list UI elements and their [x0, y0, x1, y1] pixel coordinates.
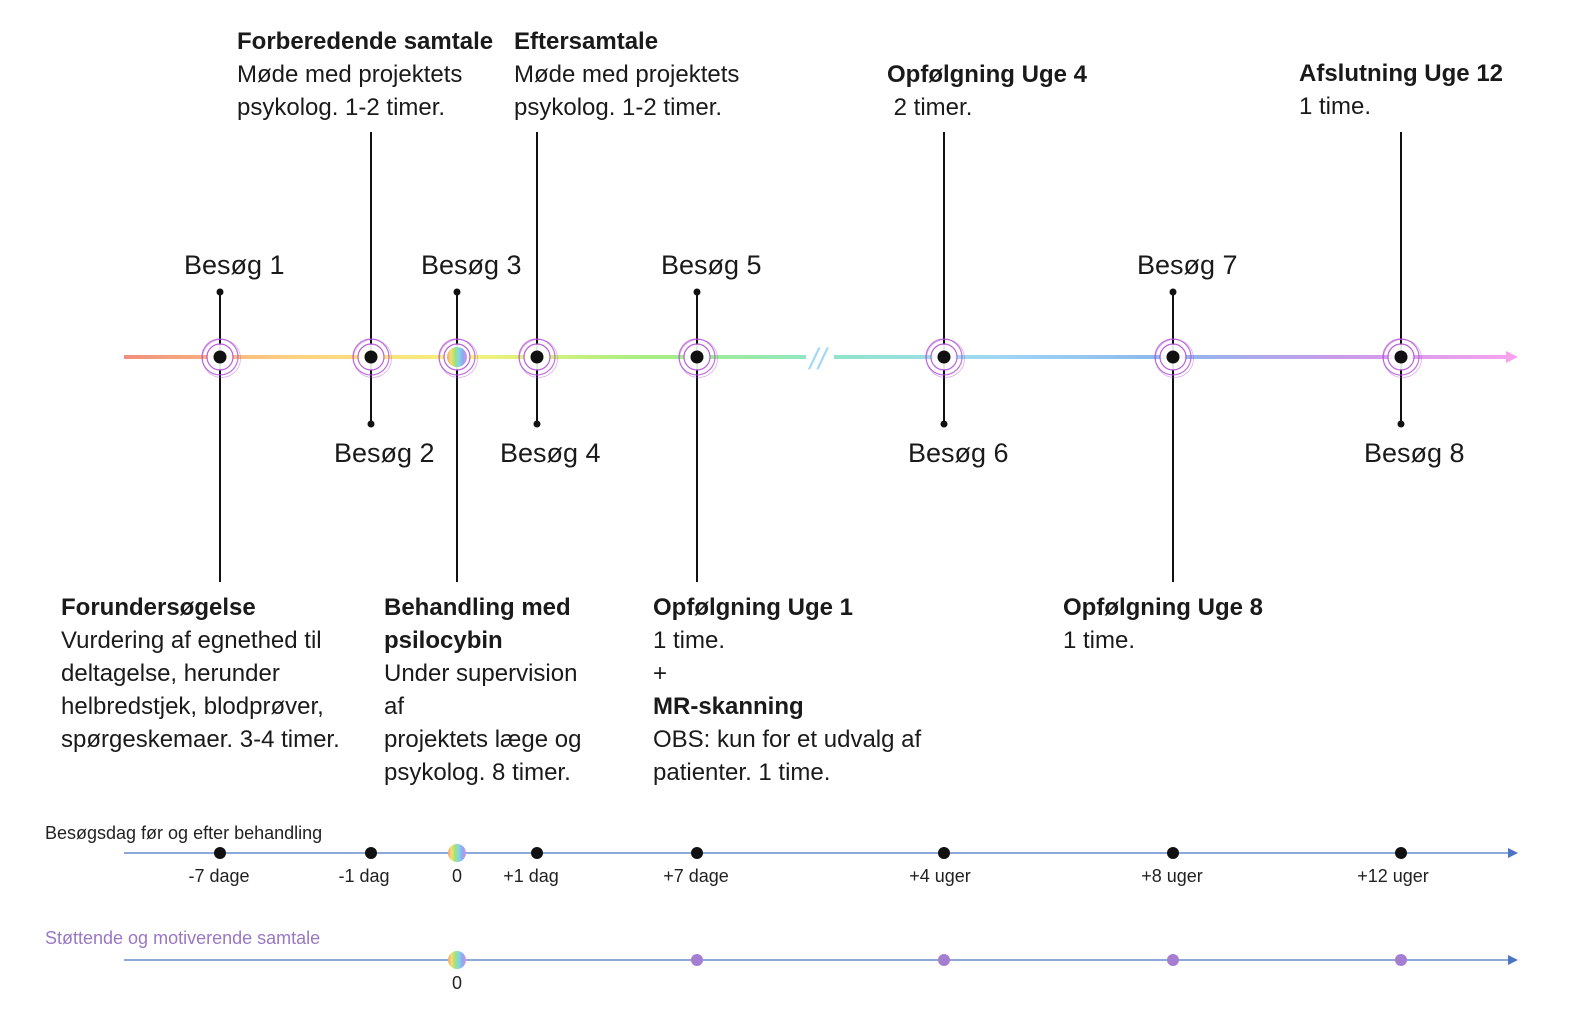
visit-day-dot [691, 847, 703, 859]
event-description-mr-skanning: OBS: kun for et udvalg af patienter. 1 t… [653, 726, 922, 786]
visit-node [213, 350, 227, 364]
connector-end-dot [216, 288, 224, 296]
event-title-mr-skanning: MR-skanning [653, 693, 804, 720]
visit-ring-outer [1154, 338, 1192, 376]
connector-end-dot [1169, 288, 1177, 296]
timeline-arrowhead [1506, 351, 1518, 363]
timeline-break-mark: // [808, 343, 829, 376]
event-description: 1 time. + [653, 627, 726, 687]
visit-day-dot [531, 847, 543, 859]
event-forundersoegelse: Forundersøgelse Vurdering af egnethed ti… [61, 591, 340, 756]
visit-label-3: Besøg 3 [421, 250, 522, 280]
visit-day-tick-label: -1 dag [338, 866, 390, 886]
event-title: Opfølgning Uge 1 [653, 594, 853, 621]
visit-day-dot [365, 847, 377, 859]
event-description: Vurdering af egnethed til deltagelse, he… [61, 627, 340, 753]
visit-ring-shadow [439, 339, 478, 378]
event-opfoelgning-uge-8: Opfølgning Uge 8 1 time. [1063, 591, 1263, 657]
event-description: 2 timer. [887, 94, 973, 121]
visit-ring-shadow [1155, 339, 1194, 378]
event-title: Behandling med psilocybin [384, 594, 571, 654]
visit-node [690, 350, 704, 364]
visit-ring-shadow [202, 339, 241, 378]
event-eftersamtale: Eftersamtale Møde med projektets psykolo… [514, 25, 739, 124]
visit-day-dot [1395, 847, 1407, 859]
event-title: Afslutning Uge 12 [1299, 60, 1504, 87]
event-title: Forberedende samtale [237, 28, 494, 55]
visit-ring-shadow [1383, 339, 1422, 378]
visit-day-dot [214, 847, 226, 859]
support-axis-arrow [1508, 955, 1518, 965]
visit-day-tick-label: +1 dag [503, 866, 559, 886]
visit-label-2: Besøg 2 [334, 438, 435, 468]
visit-day-tick-label: +8 uger [1141, 866, 1203, 886]
connector-end-dot [367, 420, 375, 428]
support-dot [1167, 954, 1179, 966]
visit-ring-outer [1382, 338, 1420, 376]
visit-label-4: Besøg 4 [500, 438, 601, 468]
visit-days-axis-arrow [1508, 848, 1518, 858]
event-title: Forundersøgelse [61, 594, 256, 621]
support-axis-title: Støttende og motiverende samtale [45, 928, 321, 948]
connector-end-dot [693, 288, 701, 296]
event-title: Eftersamtale [514, 28, 659, 55]
event-description: Under supervision af projektets læge og … [384, 660, 582, 786]
event-description: 1 time. [1063, 627, 1136, 654]
event-description: Møde med projektets psykolog. 1-2 timer. [237, 61, 463, 121]
visit-node [937, 350, 951, 364]
visit-ring-shadow [353, 339, 392, 378]
event-opfoelgning-uge-1: Opfølgning Uge 1 1 time. + MR-skanning O… [653, 591, 921, 789]
visit-ring-shadow [679, 339, 718, 378]
support-dot [938, 954, 950, 966]
event-title: Opfølgning Uge 4 [887, 61, 1087, 88]
visit-day-tick-label: -7 dage [188, 866, 250, 886]
visit-days-axis-title: Besøgsdag før og efter behandling [45, 823, 323, 843]
connector-end-dot [533, 420, 541, 428]
visit-day-tick-label: 0 [451, 866, 463, 886]
event-description: Møde med projektets psykolog. 1-2 timer. [514, 61, 740, 121]
visit-label-1: Besøg 1 [184, 250, 285, 280]
connector-end-dot [453, 288, 461, 296]
visit-node [1394, 350, 1408, 364]
support-dot [1395, 954, 1407, 966]
event-forberedende-samtale: Forberedende samtale Møde med projektets… [237, 25, 493, 124]
visit-ring-outer [925, 338, 963, 376]
visit-day-tick-label: +4 uger [909, 866, 971, 886]
visit-day-tick-label: +7 dage [663, 866, 729, 886]
visit-node [530, 350, 544, 364]
visit-day-tick-label: +12 uger [1357, 866, 1429, 886]
visit-ring-outer [201, 338, 239, 376]
support-dot [691, 954, 703, 966]
visit-node [364, 350, 378, 364]
visit-day-dot [938, 847, 950, 859]
visit-day-dot-treatment [448, 844, 466, 862]
visit-ring-outer [352, 338, 390, 376]
visit-day-dot [1167, 847, 1179, 859]
support-zero-label: 0 [451, 973, 463, 993]
visit-label-7: Besøg 7 [1137, 250, 1238, 280]
visit-label-5: Besøg 5 [661, 250, 762, 280]
visit-node [1166, 350, 1180, 364]
visit-ring-shadow [926, 339, 965, 378]
visit-label-6: Besøg 6 [908, 438, 1009, 468]
visit-ring-outer [438, 338, 476, 376]
event-description: 1 time. [1299, 93, 1372, 120]
event-behandling-med-psilocybin: Behandling med psilocybin Under supervis… [384, 591, 584, 789]
visit-ring-outer [518, 338, 556, 376]
visit-label-8: Besøg 8 [1364, 438, 1465, 468]
visit-node-treatment [447, 347, 467, 367]
event-title: Opfølgning Uge 8 [1063, 594, 1263, 621]
event-afslutning-uge-12: Afslutning Uge 12 1 time. [1299, 57, 1503, 123]
connector-end-dot [940, 420, 948, 428]
visit-ring-outer [678, 338, 716, 376]
support-dot-treatment [448, 951, 466, 969]
visit-ring-shadow [519, 339, 558, 378]
connector-end-dot [1397, 420, 1405, 428]
event-opfoelgning-uge-4: Opfølgning Uge 4 2 timer. [887, 58, 1087, 124]
